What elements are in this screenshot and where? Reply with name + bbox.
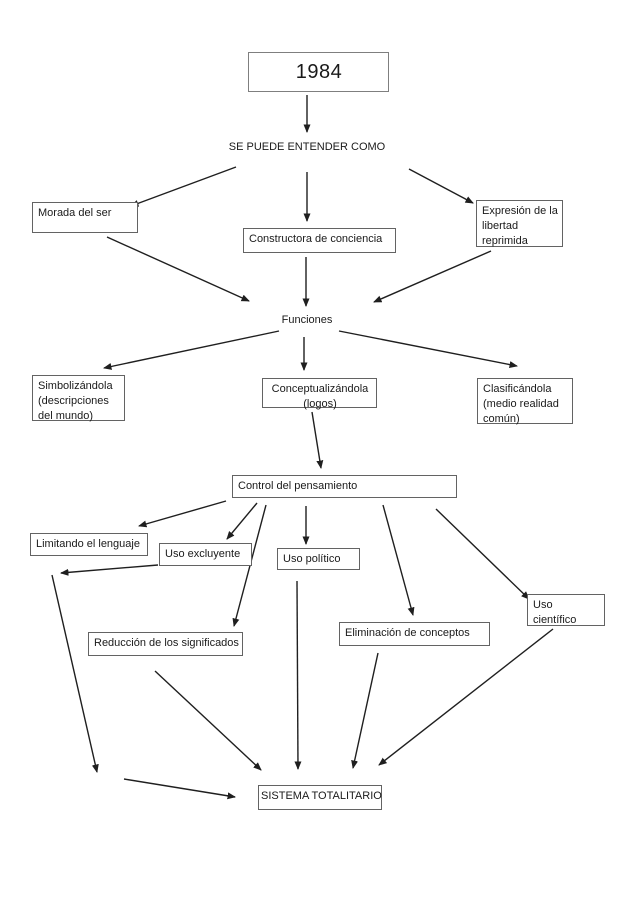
arrow-control-to-uso-cientifico <box>435 508 530 600</box>
arrow-uso-excluyente-left <box>60 564 159 576</box>
arrow-conceptualizandola-to-control <box>311 411 324 469</box>
node-sistema-totalitario: SISTEMA TOTALITARIO <box>258 785 382 810</box>
node-eliminacion-de-conceptos: Eliminación de conceptos <box>339 622 490 646</box>
arrow-reduccion-to-sistema <box>154 670 262 771</box>
node-morada-del-ser: Morada del ser <box>32 202 138 233</box>
node-clasificandola: Clasificándola (medio realidad común) <box>477 378 573 425</box>
arrow-control-to-limitando <box>138 500 227 528</box>
node-uso-politico: Uso político <box>277 548 360 570</box>
arrow-morada-to-funciones <box>106 236 250 302</box>
label-funciones: Funciones <box>281 314 333 326</box>
arrow-uso-politico-to-sistema <box>294 580 302 770</box>
node-reduccion-de-los-significados: Reducción de los significados <box>88 632 243 656</box>
node-1984-title: 1984 <box>248 52 389 92</box>
node-expresion-libertad-reprimida: Expresión de la libertad reprimida <box>476 200 563 247</box>
arrow-expresion-to-funciones <box>373 250 492 303</box>
node-limitando-el-lenguaje: Limitando el lenguaje <box>30 533 148 556</box>
arrow-bottomleft-to-sistema <box>123 778 236 800</box>
arrow-entender-to-morada <box>130 166 237 207</box>
arrow-funciones-to-clasificandola <box>338 330 518 368</box>
node-control-del-pensamiento: Control del pensamiento <box>232 475 457 498</box>
node-constructora-de-conciencia: Constructora de conciencia <box>243 228 396 253</box>
arrow-limitando-down <box>51 574 99 773</box>
node-uso-cientifico: Uso científico <box>527 594 605 626</box>
arrow-eliminacion-to-sistema <box>351 652 379 769</box>
label-se-puede-entender-como: SE PUEDE ENTENDER COMO <box>228 141 386 153</box>
node-conceptualizandola: Conceptualizándola (logos) <box>262 378 377 410</box>
arrow-uso-cientifico-to-sistema <box>378 628 554 766</box>
node-uso-excluyente: Uso excluyente <box>159 543 252 566</box>
arrow-control-to-uso-excluyente <box>226 502 258 540</box>
arrow-entender-to-expresion <box>408 168 474 204</box>
arrow-funciones-to-simbolizandola <box>103 330 280 370</box>
arrow-control-to-eliminacion <box>382 504 415 616</box>
node-simbolizandola: Simbolizándola (descripciones del mundo) <box>32 375 125 422</box>
